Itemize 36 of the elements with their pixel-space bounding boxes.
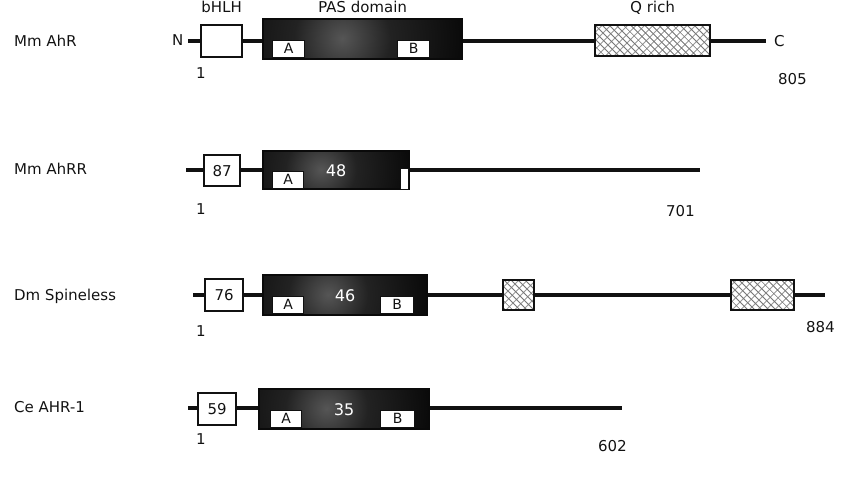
subdomain-box: A [270,410,302,428]
position-label: 701 [666,202,695,220]
position-label: 1 [196,430,206,448]
subdomain-box [400,168,409,190]
position-label: 884 [806,318,835,336]
subdomain-box: B [397,40,430,58]
subdomain-box: A [272,40,305,58]
protein-name: Dm Spineless [14,286,116,304]
domain-box: 76 [204,278,244,312]
position-label: 805 [778,70,807,88]
pas-domain-box [262,150,410,190]
terminus-label: C [774,32,784,50]
identity-percent: 48 [326,160,346,180]
domain-box: 59 [197,392,237,426]
position-label: 1 [196,200,206,218]
position-label: 1 [196,322,206,340]
position-label: 1 [196,64,206,82]
q-rich-box [502,279,535,311]
subdomain-box: A [272,171,304,189]
protein-name: Mm AhR [14,32,77,50]
identity-percent: 35 [334,400,354,418]
domain-heading: Q rich [630,0,675,16]
domain-heading: bHLH [201,0,242,16]
q-rich-box [730,279,795,311]
protein-name: Mm AhRR [14,160,87,178]
subdomain-box: B [380,410,415,428]
subdomain-box: A [272,296,304,314]
terminus-label: N [172,31,184,49]
pas-domain-box [262,274,428,316]
identity-percent: 46 [334,286,356,304]
domain-heading: PAS domain [318,0,407,16]
pas-domain-box [258,388,430,430]
position-label: 602 [598,437,627,455]
protein-name: Ce AHR-1 [14,398,85,416]
domain-box: 87 [203,154,241,187]
subdomain-box: B [380,296,414,314]
